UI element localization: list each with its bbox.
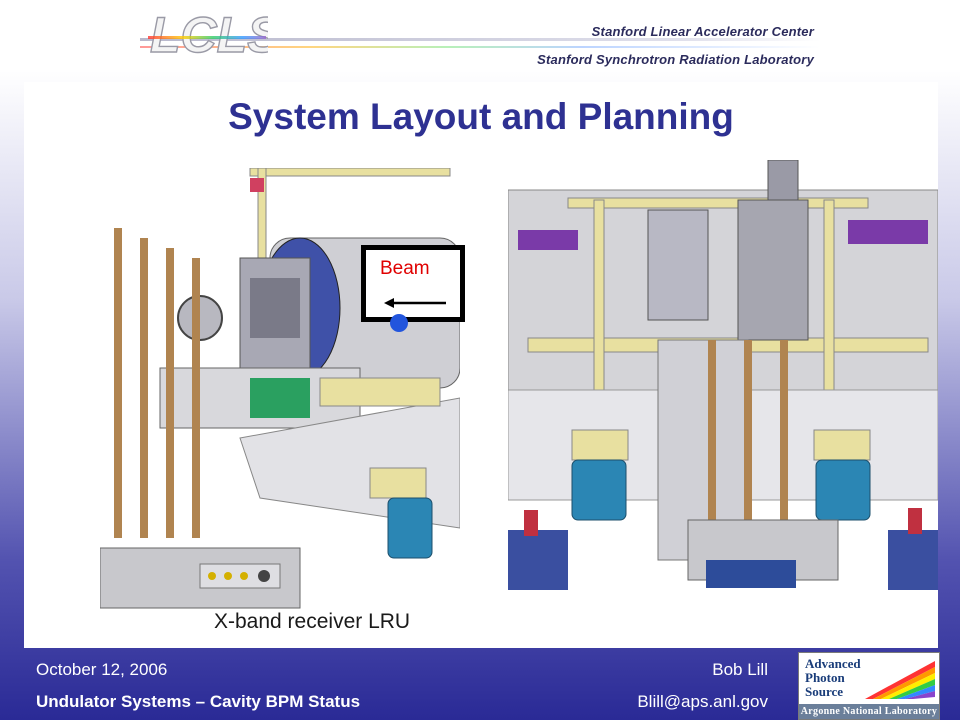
slide-content: System Layout and Planning bbox=[24, 82, 938, 648]
rainbow-icon bbox=[865, 661, 935, 699]
aps-logo-text: Advanced Photon Source bbox=[805, 656, 861, 699]
beam-direction-callout: Beam bbox=[361, 245, 465, 322]
footer-date: October 12, 2006 bbox=[36, 660, 168, 679]
header-rainbow-rule bbox=[140, 46, 820, 48]
org-name-slac: Stanford Linear Accelerator Center bbox=[591, 24, 814, 39]
undulator-cad-image bbox=[508, 160, 938, 618]
aps-logo: Advanced Photon Source Argonne National … bbox=[798, 652, 940, 720]
arrow-left-icon bbox=[384, 298, 446, 308]
footer-email: Blill@aps.anl.gov bbox=[637, 692, 768, 711]
footer-author: Bob Lill bbox=[712, 660, 768, 679]
argonne-lab-label: Argonne National Laboratory bbox=[799, 704, 939, 719]
receiver-cad-image bbox=[100, 168, 460, 620]
footer-talk-title: Undulator Systems – Cavity BPM Status bbox=[36, 692, 361, 711]
header-bar: LCLS Stanford Linear Accelerator Center … bbox=[0, 0, 960, 72]
beam-position-marker bbox=[390, 314, 408, 332]
org-name-ssrl: Stanford Synchrotron Radiation Laborator… bbox=[537, 52, 814, 67]
header-rule bbox=[140, 38, 820, 41]
beam-label: Beam bbox=[380, 258, 430, 279]
lcls-logo: LCLS bbox=[148, 6, 268, 62]
image-caption: X-band receiver LRU bbox=[214, 610, 411, 633]
svg-text:LCLS: LCLS bbox=[150, 7, 268, 62]
slide-title: System Layout and Planning bbox=[228, 96, 734, 137]
